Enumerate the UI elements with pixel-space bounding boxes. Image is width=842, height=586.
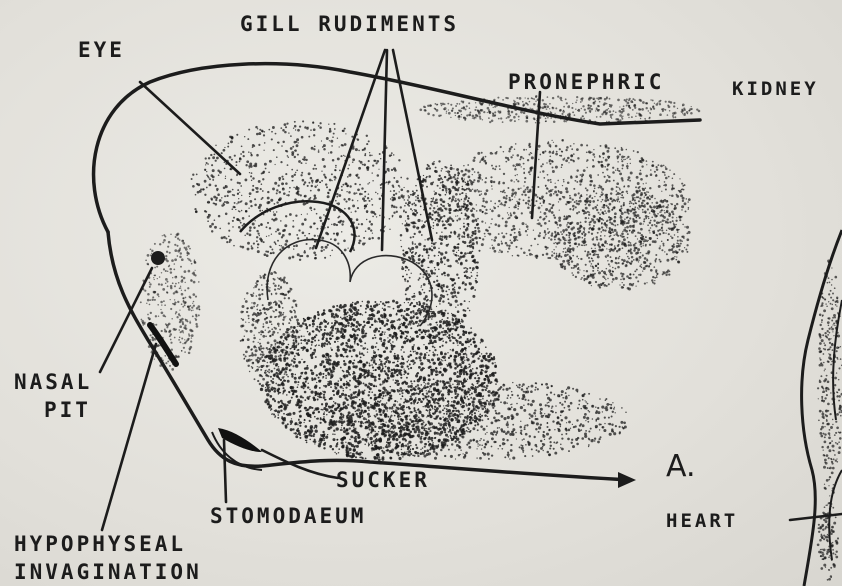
label-kidney: KIDNEY <box>732 80 819 99</box>
leader-gill-3 <box>393 50 432 240</box>
figure-letter: A. <box>666 452 696 482</box>
label-invagination: INVAGINATION <box>14 562 202 583</box>
label-hypophyseal: HYPOPHYSEAL <box>14 534 186 555</box>
label-pronephric: PRONEPHRIC <box>508 72 664 93</box>
stipple-shading <box>140 95 700 461</box>
label-gill-rudiments: GILL RUDIMENTS <box>240 14 459 35</box>
label-eye: EYE <box>78 40 125 61</box>
label-stomodaeum: STOMODAEUM <box>210 506 366 527</box>
label-heart: HEART <box>666 512 738 531</box>
leader-lines <box>100 50 842 530</box>
tail-arrow-icon <box>618 472 636 488</box>
heart-stipple <box>817 260 842 581</box>
leader-eye <box>140 82 240 174</box>
heart-figure-edge <box>802 230 842 586</box>
leader-stomodaeum <box>224 440 226 502</box>
nasal-pit-mark <box>151 251 165 265</box>
leader-nasal-pit <box>100 268 152 372</box>
label-nasal: NASAL <box>14 372 92 393</box>
label-sucker: SUCKER <box>336 470 430 491</box>
leader-hypophyseal <box>102 344 156 530</box>
label-pit: PIT <box>44 400 91 421</box>
